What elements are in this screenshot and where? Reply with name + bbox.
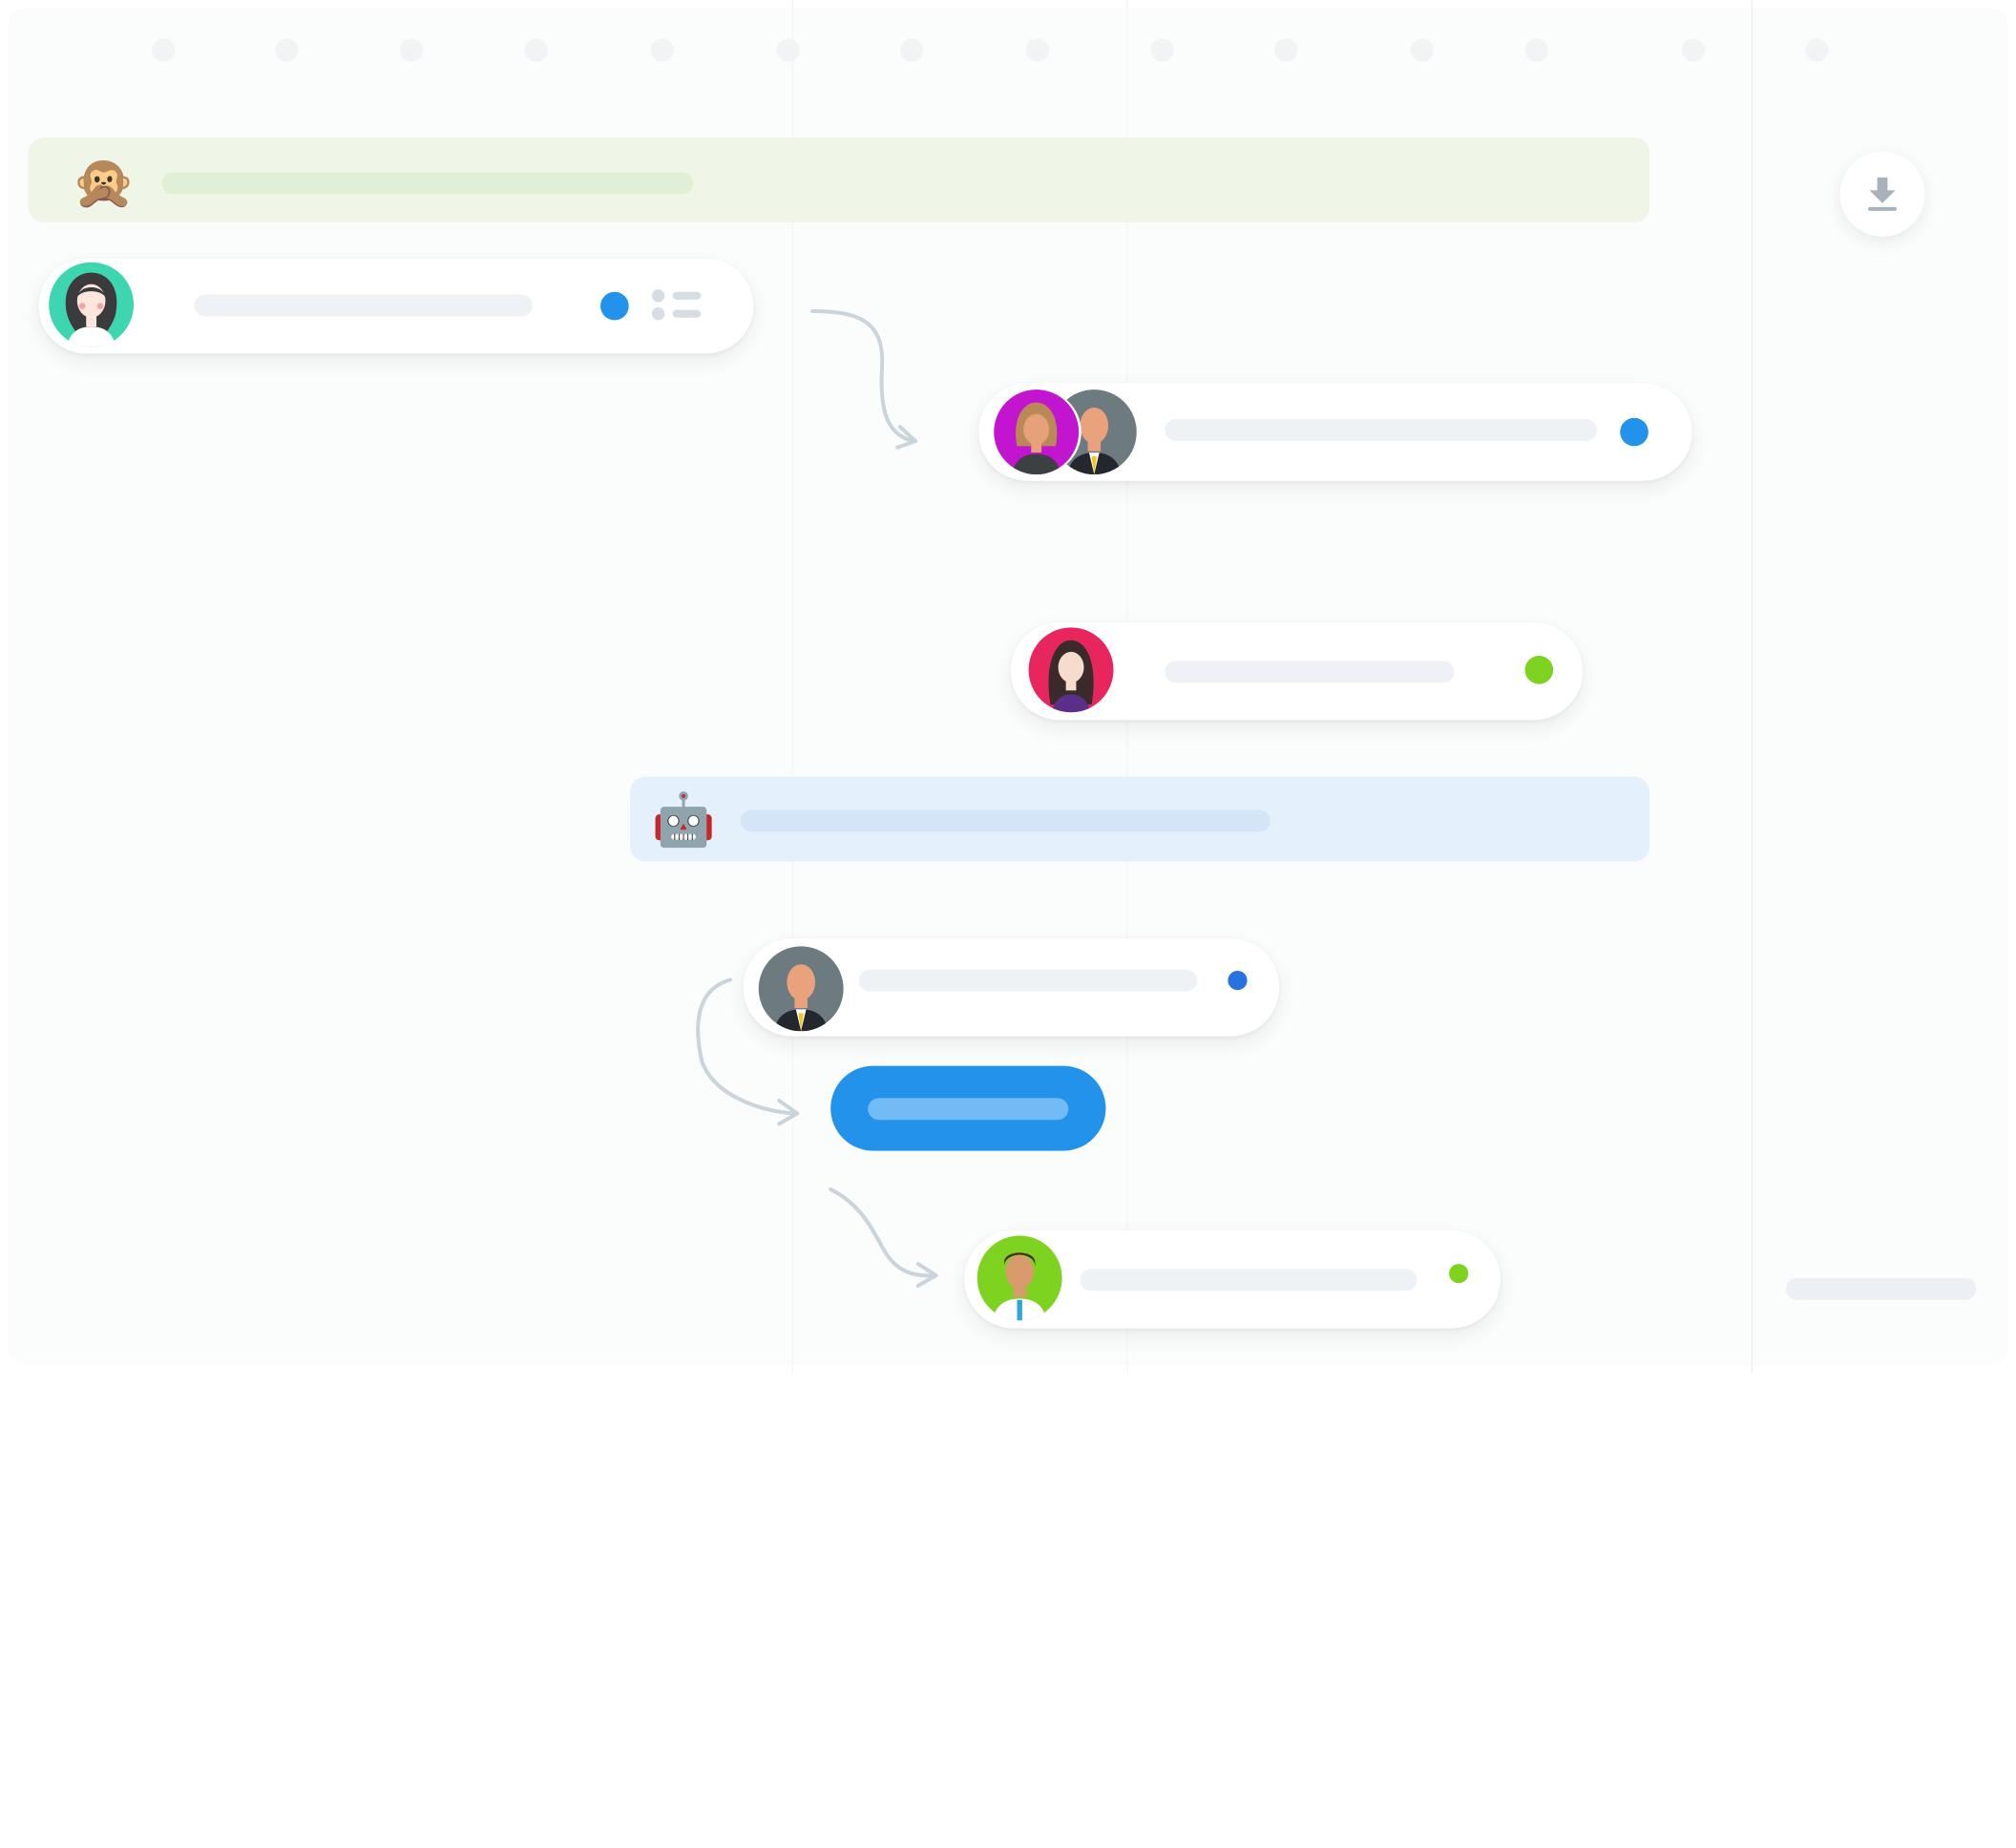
- message-placeholder-text: [1165, 419, 1597, 442]
- timeline-dot: [524, 38, 548, 62]
- woman-avatar-icon: [1012, 402, 1061, 475]
- timeline-dot: [1025, 38, 1050, 62]
- connector-arrowhead: [915, 1262, 938, 1289]
- download-icon: [1868, 177, 1897, 211]
- timeline-dot: [399, 38, 424, 62]
- timeline-dot: [650, 38, 674, 62]
- woman-avatar-icon: [1048, 640, 1094, 713]
- column-guide: [791, 0, 794, 1374]
- timeline-dot: [1805, 38, 1829, 62]
- see-no-evil-monkey-icon: 🙊: [72, 153, 136, 213]
- man-avatar-icon: [992, 1252, 1047, 1321]
- connector-arrow: [810, 308, 915, 444]
- robot-icon: 🤖: [651, 790, 717, 850]
- avatar[interactable]: [976, 1235, 1062, 1321]
- note-placeholder-text: [161, 172, 694, 195]
- list-icon[interactable]: [651, 288, 704, 325]
- timeline-dot: [899, 38, 924, 62]
- sidebar-placeholder-text: [1785, 1277, 1977, 1300]
- column-guide: [1751, 0, 1753, 1374]
- timeline-dot: [1524, 38, 1548, 62]
- status-dot: [600, 291, 629, 321]
- status-dot: [1449, 1264, 1469, 1284]
- avatar[interactable]: [758, 946, 844, 1032]
- timeline-dot: [1150, 38, 1174, 62]
- timeline-dot: [1681, 38, 1706, 62]
- status-dot: [1228, 970, 1248, 991]
- connector-arrow: [696, 977, 797, 1116]
- timeline-dot: [151, 38, 176, 62]
- status-dot: [1524, 655, 1554, 684]
- avatar[interactable]: [1028, 627, 1114, 713]
- avatar[interactable]: [994, 389, 1080, 475]
- timeline-dot: [1410, 38, 1434, 62]
- note-placeholder-text: [740, 809, 1270, 832]
- timeline-dot: [776, 38, 800, 62]
- bald-man-avatar-icon: [1067, 407, 1122, 475]
- button-placeholder-label: [868, 1098, 1069, 1121]
- status-dot: [1620, 417, 1648, 447]
- timeline-dot: [275, 38, 299, 62]
- message-placeholder-text: [858, 969, 1198, 992]
- connector-arrowhead: [895, 425, 918, 450]
- message-placeholder-text: [1165, 661, 1455, 683]
- woman-avatar-icon: [65, 272, 117, 347]
- message-placeholder-text: [1080, 1269, 1418, 1292]
- download-button[interactable]: [1839, 151, 1925, 237]
- primary-action-button[interactable]: [830, 1065, 1106, 1151]
- connector-arrows: [696, 308, 938, 1289]
- connector-arrowhead: [777, 1099, 800, 1126]
- avatar[interactable]: [49, 262, 135, 347]
- message-placeholder-text: [194, 294, 533, 317]
- timeline-dot: [1273, 38, 1298, 62]
- connector-arrow: [829, 1186, 937, 1278]
- bald-man-avatar-icon: [773, 964, 829, 1032]
